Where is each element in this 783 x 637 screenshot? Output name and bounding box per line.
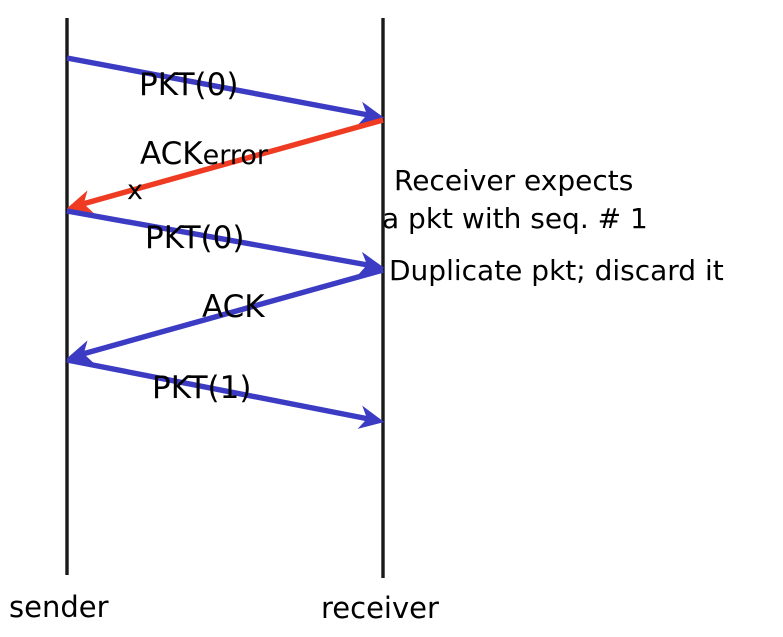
note-receiver-expects-line1: Receiver expects <box>394 164 634 197</box>
lifeline-label-receiver: receiver <box>321 591 439 625</box>
message-label-ack-error-main: ACK <box>140 136 203 172</box>
message-label-ack-error-suffix: error <box>202 140 269 171</box>
message-label-ack-error: ACK error <box>140 139 268 170</box>
message-label-ack-second: ACK <box>202 289 265 325</box>
message-arrow-ack-second <box>66 267 384 364</box>
message-arrow-ack-error <box>66 117 384 214</box>
message-arrow-pkt1 <box>66 357 385 429</box>
corruption-x-icon: x <box>127 175 143 206</box>
message-arrow-pkt0-first <box>66 55 385 126</box>
note-duplicate-pkt: Duplicate pkt; discard it <box>389 254 724 287</box>
message-label-pkt0-first: PKT(0) <box>139 67 239 103</box>
message-label-pkt1: PKT(1) <box>152 370 252 406</box>
note-receiver-expects-line2: a pkt with seq. # 1 <box>382 202 648 235</box>
message-label-pkt0-retransmit: PKT(0) <box>145 220 245 256</box>
message-arrow-pkt0-retransmit <box>66 208 385 276</box>
lifeline-label-sender: sender <box>9 590 109 624</box>
